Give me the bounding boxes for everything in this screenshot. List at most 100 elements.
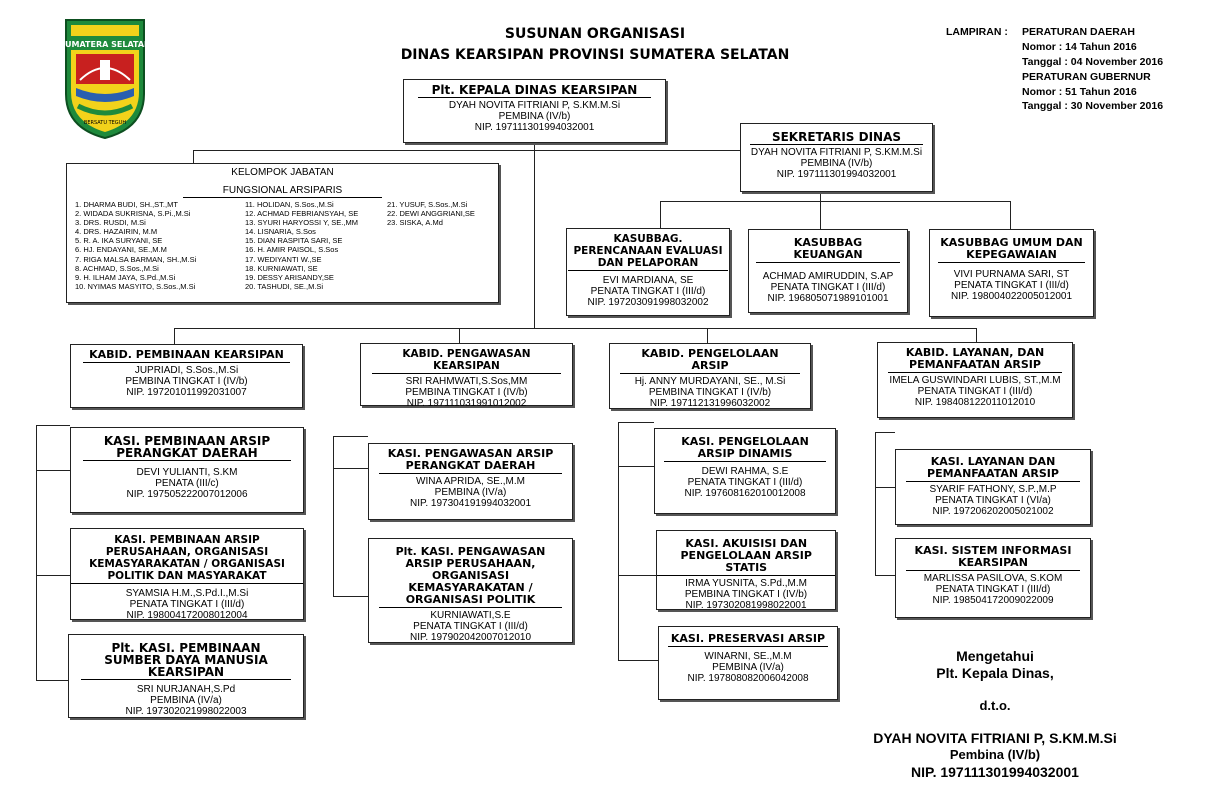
subbag-title: KASUBBAG. PERENCANAAN EVALUASI DAN PELAP… — [568, 232, 728, 271]
lampiran-perda: PERATURAN DAERAH — [1022, 26, 1135, 38]
list-item: 22. DEWI ANGGRIANI,SE — [387, 209, 475, 219]
kasi-name: IRMA YUSNITA, S.Pd.,M.M — [685, 578, 807, 589]
kasi-title: Plt. KASI. PENGAWASAN ARSIP PERUSAHAAN, … — [379, 545, 562, 608]
subbag-title: KASUBBAG UMUM DAN KEPEGAWAIAN — [937, 236, 1086, 263]
subbag-rank: PENATA TINGKAT I (III/d) — [770, 282, 886, 293]
sekretaris-name: DYAH NOVITA FITRIANI P, S.KM.M.Si — [750, 147, 923, 158]
signature-nip: NIP. 197111301994032001 — [911, 764, 1079, 780]
kasi-nip: NIP. 198504172009022009 — [932, 595, 1054, 606]
signature-dto: d.t.o. — [979, 698, 1011, 713]
kasi-rank: PENATA TINGKAT I (III/d) — [413, 621, 528, 632]
kasi-nip: NIP. 197304191994032001 — [409, 498, 532, 509]
kasi-title: KASI. LAYANAN DAN PEMANFAATAN ARSIP — [905, 455, 1081, 482]
subbag-umum-box: KASUBBAG UMUM DAN KEPEGAWAIAN VIVI PURNA… — [929, 229, 1094, 317]
kasi-nip: NIP. 197808082006042008 — [687, 673, 809, 684]
kasi-name: WINA APRIDA, SE.,M.M — [416, 476, 525, 487]
subbag-name: EVI MARDIANA, SE — [602, 275, 694, 286]
kasi-name: KURNIAWATI,S.E — [430, 610, 511, 621]
kasi-name: SYARIF FATHONY, S.P.,M.P — [929, 484, 1057, 495]
subbag-keuangan-box: KASUBBAG KEUANGAN ACHMAD AMIRUDDIN, S.AP… — [748, 229, 908, 313]
list-item: 1. DHARMA BUDI, SH.,ST.,MT — [75, 200, 178, 209]
list-item: 18. KURNIAWATI, SE — [245, 263, 318, 273]
kepala-name: DYAH NOVITA FITRIANI P, S.KM.M.Si — [448, 100, 621, 111]
kasi-rank: PENATA (III/c) — [155, 478, 219, 489]
fungsional-arsiparis-box: KELOMPOK JABATAN FUNGSIONAL ARSIPARIS 1.… — [66, 163, 499, 303]
kabid-pengawasan-box: KABID. PENGAWASAN KEARSIPAN SRI RAHMWATI… — [360, 343, 573, 409]
subbag-nip: NIP. 198004022005012001 — [950, 291, 1073, 302]
kasi-rank: PEMBINA (IV/a) — [150, 695, 222, 706]
lampiran-perda-nomor: Nomor : 14 Tahun 2016 — [1022, 41, 1137, 53]
kabid-nip: NIP. 197112131996032002 — [649, 398, 771, 409]
kasi-rank: PEMBINA TINGKAT I (IV/b) — [684, 589, 808, 600]
kasi-title: KASI. PEMBINAAN ARSIP PERANGKAT DAERAH — [82, 434, 292, 461]
page-title-line2: DINAS KEARSIPAN PROVINSI SUMATERA SELATA… — [400, 47, 790, 63]
kasi-nip: NIP. 197902042007012010 — [409, 632, 532, 643]
kabid-rank: PENATA TINGKAT I (III/d) — [917, 386, 1033, 397]
signature-position: Plt. Kepala Dinas, — [936, 665, 1054, 681]
kepala-nip: NIP. 197111301994032001 — [474, 122, 595, 133]
kabid-title: KABID. PENGELOLAAN ARSIP — [620, 347, 800, 374]
kabid-name: IMELA GUSWINDARI LUBIS, ST.,M.M — [889, 375, 1061, 386]
list-item: 13. SYURI HARYOSSI Y, SE.,MM — [245, 218, 358, 228]
kasi-name: DEWI RAHMA, S.E — [701, 466, 789, 477]
kabid-name: SRI RAHMWATI,S.Sos,MM — [405, 376, 528, 387]
sekretaris-box: SEKRETARIS DINAS DYAH NOVITA FITRIANI P,… — [740, 123, 933, 192]
kabid-name: JUPRIADI, S.Sos.,M.Si — [134, 365, 239, 376]
fungsional-title1: KELOMPOK JABATAN — [231, 167, 334, 178]
fungsional-col3: 21. YUSUF, S.Sos.,M.Si 22. DEWI ANGGRIAN… — [387, 200, 475, 227]
kasi-pengawasan-perangkat-box: KASI. PENGAWASAN ARSIP PERANGKAT DAERAH … — [368, 443, 573, 520]
kasi-title: KASI. AKUISISI DAN PENGELOLAAN ARSIP STA… — [657, 537, 836, 576]
kasi-title: KASI. SISTEM INFORMASI KEARSIPAN — [905, 544, 1081, 571]
sekretaris-nip: NIP. 197111301994032001 — [776, 169, 897, 180]
fungsional-title2: FUNGSIONAL ARSIPARIS — [182, 185, 383, 198]
kasi-name: SRI NURJANAH,S.Pd — [136, 684, 236, 695]
kasi-rank: PEMBINA (IV/a) — [434, 487, 507, 498]
list-item: 6. HJ. ENDAYANI, SE.,M.M — [75, 245, 167, 255]
list-item: 9. H. ILHAM JAYA, S.Pd.,M.Si — [75, 272, 176, 282]
list-item: 3. DRS. RUSDI, M.Si — [75, 218, 146, 228]
lampiran-pergub-nomor: Nomor : 51 Tahun 2016 — [1022, 86, 1137, 98]
kasi-name: DEVI YULIANTI, S.KM — [136, 467, 238, 478]
subbag-title: KASUBBAG KEUANGAN — [756, 236, 900, 263]
kasi-pembinaan-perusahaan-box: KASI. PEMBINAAN ARSIP PERUSAHAAN, ORGANI… — [70, 528, 304, 621]
list-item: 23. SISKA, A.Md — [387, 218, 443, 228]
kasi-layanan-box: KASI. LAYANAN DAN PEMANFAATAN ARSIP SYAR… — [895, 449, 1091, 525]
list-item: 8. ACHMAD, S.Sos.,M.Si — [75, 263, 159, 273]
kasi-nip: NIP. 197608162010012008 — [684, 488, 806, 499]
kasi-nip: NIP. 197505222007012006 — [126, 489, 248, 500]
kasi-nip: NIP. 198004172008012004 — [126, 610, 248, 621]
kabid-rank: PEMBINA TINGKAT I (IV/b) — [405, 387, 528, 398]
fungsional-col1: 1. DHARMA BUDI, SH.,ST.,MT 2. WIDADA SUK… — [75, 200, 196, 291]
kasi-title: KASI. PENGELOLAAN ARSIP DINAMIS — [663, 435, 827, 462]
kasi-pengawasan-perusahaan-box: Plt. KASI. PENGAWASAN ARSIP PERUSAHAAN, … — [368, 538, 573, 643]
kasi-pembinaan-sdm-box: Plt. KASI. PEMBINAAN SUMBER DAYA MANUSIA… — [68, 634, 304, 718]
list-item: 12. ACHMAD FEBRIANSYAH, SE — [245, 209, 359, 219]
subbag-perencanaan-box: KASUBBAG. PERENCANAAN EVALUASI DAN PELAP… — [566, 228, 730, 316]
kasi-rank: PENATA TINGKAT I (III/d) — [935, 584, 1051, 595]
subbag-name: VIVI PURNAMA SARI, ST — [953, 269, 1070, 280]
list-item: 20. TASHUDI, SE.,M.Si — [245, 281, 324, 291]
logo-bottom-text: BERSATU TEGUH — [84, 120, 126, 126]
list-item: 14. LISNARIA, S.Sos — [245, 227, 316, 237]
list-item: 4. DRS. HAZAIRIN, M.M — [75, 227, 158, 237]
signature-mengetahui: Mengetahui — [956, 648, 1034, 664]
kepala-dinas-box: Plt. KEPALA DINAS KEARSIPAN DYAH NOVITA … — [403, 79, 666, 143]
subbag-nip: NIP. 196805071989101001 — [767, 293, 889, 304]
list-item: 21. YUSUF, S.Sos.,M.Si — [387, 200, 468, 209]
subbag-nip: NIP. 197203091998032002 — [587, 297, 709, 308]
kasi-nip: NIP. 197206202005021002 — [932, 506, 1054, 517]
kasi-preservasi-box: KASI. PRESERVASI ARSIP WINARNI, SE.,M.M … — [658, 626, 838, 700]
kabid-rank: PEMBINA TINGKAT I (IV/b) — [648, 387, 772, 398]
signature-name: DYAH NOVITA FITRIANI P, S.KM.M.Si — [873, 730, 1117, 746]
kabid-rank: PEMBINA TINGKAT I (IV/b) — [125, 376, 248, 387]
list-item: 10. NYIMAS MASYITO, S.Sos.,M.Si — [75, 281, 196, 291]
kepala-rank: PEMBINA (IV/b) — [498, 111, 571, 122]
signature-rank: Pembina (IV/b) — [949, 747, 1041, 762]
kepala-title: Plt. KEPALA DINAS KEARSIPAN — [417, 83, 652, 98]
kasi-pembinaan-perangkat-box: KASI. PEMBINAAN ARSIP PERANGKAT DAERAH D… — [70, 427, 304, 513]
fungsional-col2: 11. HOLIDAN, S.Sos.,M.Si 12. ACHMAD FEBR… — [245, 200, 358, 291]
list-item: 7. RIGA MALSA BARMAN, SH.,M.Si — [75, 254, 197, 264]
kabid-title: KABID. PEMBINAAN KEARSIPAN — [82, 348, 291, 363]
kasi-nip: NIP. 197302021998022003 — [125, 706, 247, 717]
kabid-title: KABID. PENGAWASAN KEARSIPAN — [371, 347, 562, 374]
